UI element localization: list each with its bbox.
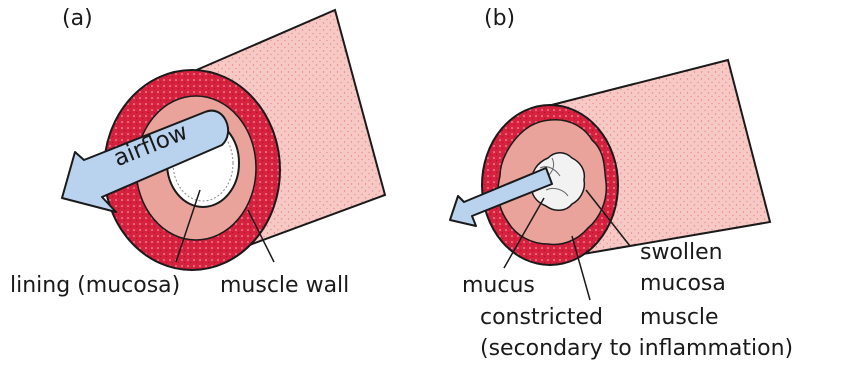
muscle-wall-label: muscle wall (220, 273, 349, 299)
mucus-label: mucus (462, 273, 535, 299)
swollen-label-line1: swollen (640, 240, 723, 266)
secondary-label: (secondary to inflammation) (480, 336, 793, 362)
panel-label-b: (b) (484, 6, 515, 32)
panel-a-airway (62, 10, 385, 270)
lining-label: lining (mucosa) (10, 273, 180, 299)
swollen-label-line2: mucosa (640, 271, 726, 297)
constricted-label: constricted (480, 305, 603, 331)
muscle-label: muscle (640, 305, 719, 331)
panel-label-a: (a) (62, 6, 93, 32)
